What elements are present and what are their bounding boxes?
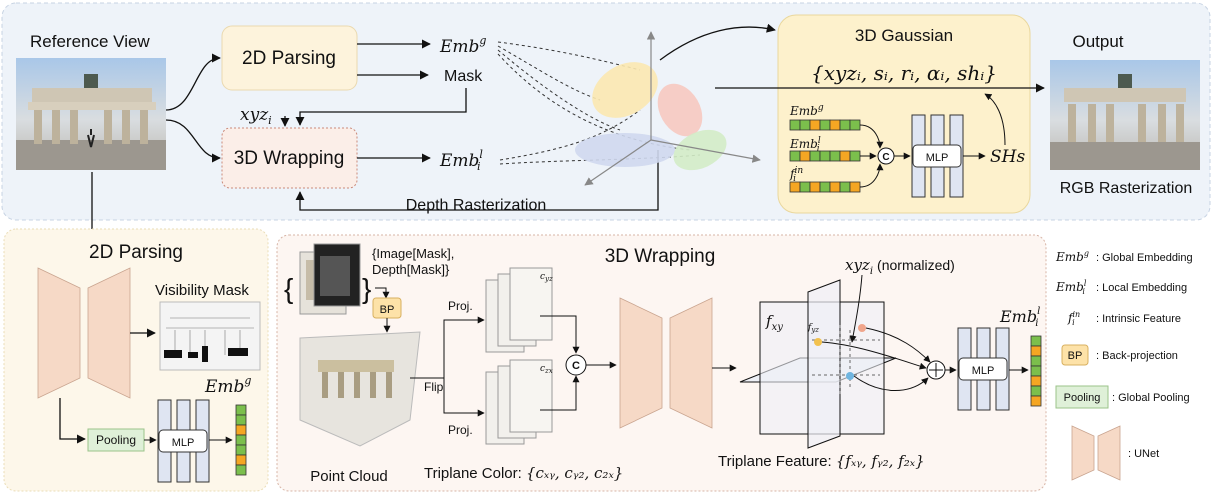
legend-text-0: : Global Embedding — [1096, 252, 1193, 264]
triplane-color-stack-bottom: czx — [485, 359, 553, 445]
triplane-feature-label: Triplane Feature: {fₓᵧ, fᵧ₂, f₂ₓ} — [718, 452, 925, 470]
svg-text:MLP: MLP — [926, 152, 949, 164]
proj-top-label: Proj. — [448, 299, 473, 313]
svg-text:czx: czx — [540, 364, 553, 375]
arrow-unet-to-pooling — [59, 398, 86, 444]
gaussian-splats — [575, 31, 761, 186]
legend-unet-right — [1097, 425, 1121, 481]
gaussian-mlp: MLP — [911, 114, 964, 198]
reference-view-label: Reference View — [30, 32, 150, 51]
legend-text-3: : Back-projection — [1096, 350, 1178, 362]
arrow-image-to-wrapping — [165, 119, 221, 163]
wrapping-panel-title: 3D Wrapping — [605, 246, 716, 267]
legend-unet-left — [1071, 425, 1095, 481]
svg-text:cyz: cyz — [540, 272, 553, 283]
arrow-to-proj-bottom — [443, 378, 485, 417]
legend-text-2: : Intrinsic Feature — [1096, 313, 1181, 325]
legend-bp-box — [1061, 344, 1089, 366]
brace-open: { — [284, 273, 293, 304]
bp-label: BP — [380, 304, 395, 316]
arrow-depth-rasterization — [295, 150, 659, 211]
flip-label: Flip — [424, 380, 444, 394]
parsing-emb-label: Embg — [204, 374, 251, 397]
legend-symbol-3: BP — [1068, 350, 1083, 362]
triplane-color-stack-top: cyz — [485, 267, 553, 353]
svg-text:fyz: fyz — [807, 323, 819, 334]
legend-text-1: : Local Embedding — [1096, 282, 1187, 294]
arrow-top-stack-to-concat — [540, 315, 580, 354]
proj-bottom-label: Proj. — [448, 423, 473, 437]
visibility-mask-image — [159, 301, 261, 371]
parsing-box — [221, 25, 358, 91]
point-cloud-image — [299, 331, 421, 447]
output-label: Output — [1072, 32, 1123, 51]
arrow-shs-to-params — [984, 93, 1006, 146]
sum-symbol — [929, 363, 943, 377]
mask-label: Mask — [444, 68, 483, 85]
legend-text-5: : UNet — [1128, 448, 1159, 460]
arrow-splats-to-gaussian — [659, 23, 776, 61]
arrow-bottom-stack-to-concat — [540, 375, 580, 411]
svg-text:fxy: fxy — [765, 312, 783, 333]
parsing-emb-vector — [235, 404, 247, 476]
output-image — [1050, 60, 1200, 170]
legend-pooling-box — [1055, 385, 1109, 409]
parsing-unet — [37, 267, 131, 399]
arrow-image-to-parsing — [165, 53, 221, 111]
parsing-panel-title: 2D Parsing — [89, 242, 183, 263]
gaussian-title: 3D Gaussian — [855, 26, 953, 45]
pooling-label: Pooling — [96, 433, 136, 447]
gaussian-concat-label: C — [882, 152, 889, 163]
emb-g-label: Embg — [439, 34, 486, 57]
parsing-mlp: MLP — [157, 399, 210, 483]
legend-symbol-4: Pooling — [1064, 392, 1101, 404]
rgb-rasterization-label: RGB Rasterization — [1060, 180, 1193, 197]
xyz-i-label: xyzi — [240, 105, 272, 127]
masked-inputs — [299, 243, 361, 315]
image-mask-line2: Depth[Mask]} — [372, 262, 450, 277]
arrow-inputs-to-bp — [375, 287, 390, 299]
reference-image — [16, 58, 166, 170]
triplane-color-label: Triplane Color: {cₓᵧ, cᵧ₂, c₂ₓ} — [424, 464, 623, 482]
point-cloud-label: Point Cloud — [310, 468, 388, 485]
image-mask-line1: {Image[Mask], — [372, 246, 454, 261]
svg-text:MLP: MLP — [972, 365, 995, 377]
gaussian-box — [777, 14, 1031, 214]
xyz-normalized-label: xyzi(normalized) — [845, 256, 955, 277]
triplane-feature: fxy fyz — [739, 279, 897, 449]
gaussian-params: {xyzᵢ, sᵢ, rᵢ, αᵢ, shᵢ} — [811, 61, 997, 85]
wrapping-concat-label: C — [572, 360, 580, 372]
wrapping-box-label: 3D Wrapping — [234, 148, 345, 169]
depth-rasterization-label: Depth Rasterization — [406, 197, 547, 214]
wrapping-unet — [619, 297, 713, 429]
arrow-to-proj-top — [443, 316, 485, 378]
svg-text:MLP: MLP — [172, 437, 195, 449]
visibility-mask-label: Visibility Mask — [155, 282, 249, 299]
svg-text:Embg: Embg — [789, 103, 824, 118]
wrapping-emb-vector — [1030, 335, 1042, 407]
triplane-sample-arrows — [821, 327, 931, 391]
brace-close: } — [362, 273, 371, 304]
legend-text-4: : Global Pooling — [1112, 392, 1190, 404]
shs-label: SHs — [990, 147, 1025, 167]
parsing-box-label: 2D Parsing — [242, 48, 336, 69]
wrapping-mlp: MLP — [957, 327, 1010, 411]
arrow-xyz-to-triplane — [849, 274, 863, 343]
legend-symbol-0: Embg — [1055, 249, 1089, 264]
arrow-mask-to-wrapping — [295, 88, 467, 126]
